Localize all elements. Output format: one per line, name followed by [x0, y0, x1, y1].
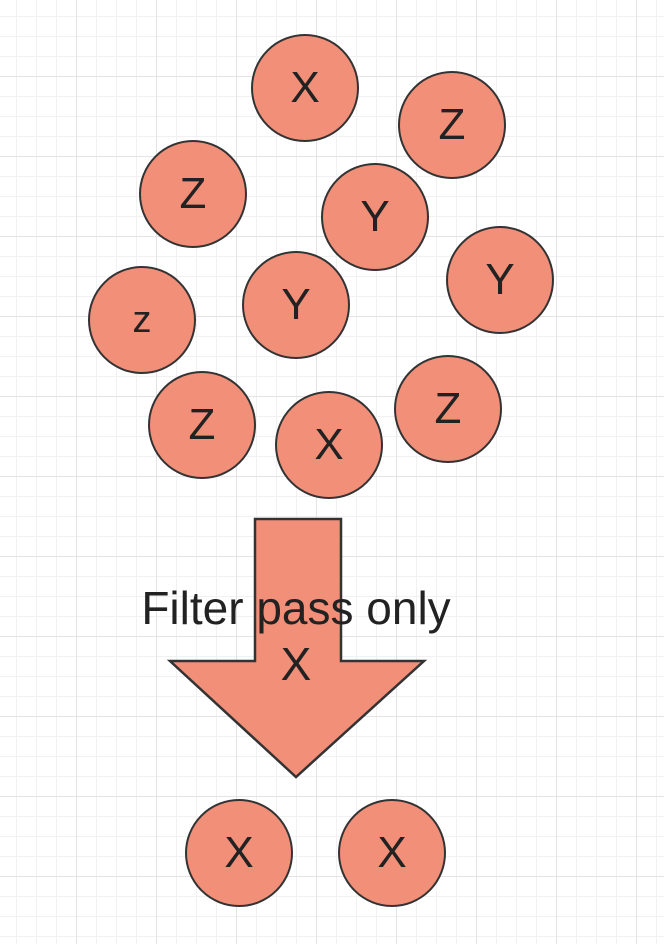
input-node-y: Y — [446, 226, 554, 334]
input-node-z: Z — [139, 140, 247, 248]
input-node-y: Y — [321, 163, 429, 271]
input-node-z: Z — [398, 71, 506, 179]
input-node-z: Z — [394, 355, 502, 463]
input-node-z-lowercase: z — [88, 266, 196, 374]
input-node-x: X — [275, 391, 383, 499]
arrow-shape — [166, 517, 428, 779]
input-node-z: Z — [148, 371, 256, 479]
output-node-x: X — [185, 799, 293, 907]
input-node-x: X — [251, 34, 359, 142]
input-node-y: Y — [242, 251, 350, 359]
output-node-x: X — [338, 799, 446, 907]
filter-caption: Filter pass only X — [141, 582, 451, 690]
